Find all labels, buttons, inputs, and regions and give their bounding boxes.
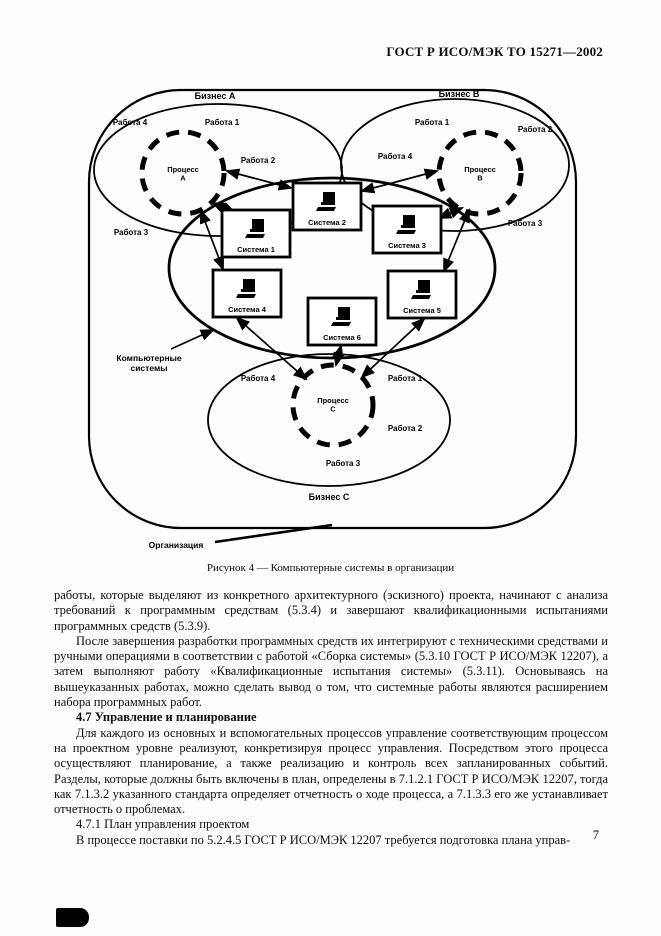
arrow-process-b-system-3 — [437, 207, 464, 219]
computer-systems-ellipse — [167, 176, 497, 360]
figure-4: Бизнес А Бизнес В Бизнес С Работа 4 Рабо… — [55, 83, 605, 559]
arrow-process-a-system-2 — [224, 168, 294, 191]
system-label: Система 5 — [403, 306, 441, 315]
arrow-system-2-process-b — [359, 168, 440, 194]
work-label: Работа 2 — [241, 156, 276, 165]
page-number: 7 — [592, 828, 599, 842]
scan-artifact — [56, 908, 89, 927]
section-heading-4-7: 4.7 Управление и планирование — [76, 710, 257, 725]
paragraph: В процессе поставки по 5.2.4.5 ГОСТ Р ИС… — [76, 832, 571, 847]
process-b-circle — [436, 129, 524, 217]
system-1-box: Система 1 — [220, 208, 292, 259]
paragraph-continuation: работы, которые выделяют из конкретного … — [54, 588, 608, 633]
system-box-frame — [291, 181, 363, 232]
system-6-box: Система 6 — [306, 296, 378, 347]
paragraph: После завершения разработки программных … — [54, 633, 608, 710]
process-a-circle — [139, 129, 227, 217]
business-c-label: Бизнес С — [309, 492, 350, 502]
system-2-box: Система 2 — [291, 181, 363, 232]
process-a-word: Процесс — [167, 165, 199, 174]
arrow-process-b-system-5 — [443, 207, 470, 274]
organization-diagram: Бизнес А Бизнес В Бизнес С Работа 4 Рабо… — [87, 88, 578, 550]
system-box-frame — [211, 268, 283, 319]
computer-systems-word-1: Компьютерные — [116, 353, 181, 363]
process-c-word: Процесс — [317, 396, 349, 405]
work-label: Работа 1 — [388, 374, 423, 383]
arrow-system-5-process-c — [360, 317, 426, 379]
arrow-process-a-system-4 — [199, 208, 225, 272]
system-box-frame — [220, 208, 292, 259]
work-label: Работа 4 — [378, 152, 413, 161]
process-b-letter: В — [477, 174, 483, 183]
system-label: Система 1 — [237, 245, 275, 254]
document-title: ГОСТ Р ИСО/МЭК ТО 15271—2002 — [386, 44, 603, 59]
organization-boundary — [87, 88, 578, 530]
process-b-word: Процесс — [464, 165, 496, 174]
computer-systems-pointer — [170, 329, 215, 350]
computer-systems-word-2: системы — [130, 363, 167, 373]
organization-pointer — [214, 523, 333, 544]
system-4-box: Система 4 — [211, 268, 283, 319]
system-3-box: Система 3 — [371, 204, 443, 255]
system-box-frame — [371, 204, 443, 255]
system-box-frame — [386, 269, 458, 320]
system-5-box: Система 5 — [386, 269, 458, 320]
work-label: Работа 3 — [326, 459, 361, 468]
system-label: Система 6 — [323, 333, 361, 342]
system-label: Система 2 — [308, 218, 346, 227]
business-c-ellipse — [207, 353, 451, 487]
system-label: Система 3 — [388, 241, 426, 250]
system-box-frame — [306, 296, 378, 347]
work-label: Работа 2 — [518, 125, 553, 134]
work-label: Работа 1 — [205, 118, 240, 127]
process-c-letter: С — [330, 405, 336, 414]
business-b-label: Бизнес В — [439, 89, 480, 99]
arrow-system-6-process-c — [332, 343, 345, 368]
process-a-letter: А — [180, 174, 186, 183]
system-label: Система 4 — [228, 305, 267, 314]
business-a-label: Бизнес А — [195, 91, 236, 101]
organization-label: Организация — [149, 540, 204, 550]
paragraph: Для каждого из основных и вспомогательны… — [54, 725, 608, 817]
work-label: Работа 4 — [241, 374, 276, 383]
body-text: работы, которые выделяют из конкретного … — [54, 588, 608, 848]
work-label: Работа 1 — [415, 118, 450, 127]
work-label: Работа 3 — [508, 219, 543, 228]
subsection-heading-4-7-1: 4.7.1 План управления проектом — [76, 817, 250, 832]
figure-caption: Рисунок 4 — Компьютерные системы в орган… — [206, 562, 455, 574]
work-label: Работа 3 — [114, 228, 149, 237]
arrow-system-4-process-c — [235, 316, 308, 381]
work-label: Работа 2 — [388, 424, 423, 433]
work-label: Работа 4 — [113, 118, 148, 127]
